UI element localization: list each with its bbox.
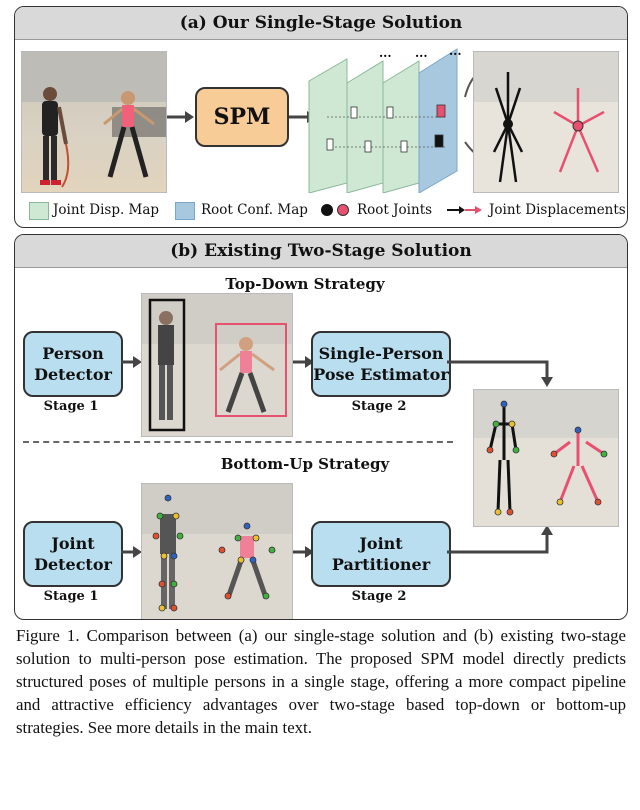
bottom-up-heading: Bottom-Up Strategy [220, 455, 390, 473]
top-down-detection-photo [141, 293, 293, 437]
legend: Joint Disp. Map Root Conf. Map Root Join… [15, 199, 627, 223]
joint-detector-box: Joint Detector [23, 521, 123, 587]
disp-map-3 [382, 60, 420, 193]
arrow-td-2 [293, 356, 314, 368]
bottom-up-stage1: Stage 1 [43, 589, 99, 604]
panel-two-stage: (b) Existing Two-Stage Solution Top-Down… [14, 234, 628, 620]
figure-caption: Figure 1. Comparison between (a) our sin… [16, 626, 626, 737]
legend-swatch-disp [29, 202, 49, 220]
legend-root-label: Root Conf. Map [201, 202, 308, 218]
pose-estimator-box: Single-Person Pose Estimator [311, 331, 451, 397]
two-stage-result-photo [473, 389, 619, 527]
panel-b-title: (b) Existing Two-Stage Solution [15, 235, 627, 268]
root-joint-black-icon [321, 204, 333, 216]
top-down-heading: Top-Down Strategy [225, 275, 385, 293]
top-down-stage2: Stage 2 [351, 399, 407, 414]
bbox-man [148, 298, 186, 432]
bottom-up-stage2: Stage 2 [351, 589, 407, 604]
arrow-bu-1 [121, 546, 142, 558]
joint-partitioner-box: Joint Partitioner [311, 521, 451, 587]
strategy-divider [23, 441, 453, 443]
legend-displacement-label: Joint Displacements [489, 202, 626, 218]
root-conf-map [418, 48, 458, 193]
spm-label: SPM [213, 104, 271, 130]
spm-result-photo [473, 51, 619, 193]
person-detector-box: Person Detector [23, 331, 123, 397]
legend-disp-label: Joint Disp. Map [53, 202, 160, 218]
arrows-to-result [447, 360, 553, 554]
legend-root-joints-label: Root Joints [357, 202, 433, 218]
spm-box: SPM [195, 87, 289, 147]
root-joint-pink-icon [337, 204, 349, 216]
arrow-to-spm [167, 111, 194, 123]
ellipsis-3: ... [449, 44, 462, 58]
panel-a-title: (a) Our Single-Stage Solution [15, 7, 627, 40]
input-photo [21, 51, 167, 193]
ellipsis-1: ... [379, 46, 392, 60]
arrow-td-1 [121, 356, 142, 368]
panel-single-stage: (a) Our Single-Stage Solution [14, 6, 628, 228]
arrow-bu-2 [293, 546, 314, 558]
disp-map-1 [308, 58, 348, 193]
bbox-woman [215, 323, 287, 417]
ellipsis-2: ... [415, 46, 428, 60]
bottom-up-joints-photo [141, 483, 293, 619]
disp-map-2 [346, 60, 384, 193]
top-down-stage1: Stage 1 [43, 399, 99, 414]
legend-swatch-root [175, 202, 195, 220]
output-maps: ... ... ... [308, 44, 462, 193]
displacement-arrow-icon [447, 206, 482, 214]
